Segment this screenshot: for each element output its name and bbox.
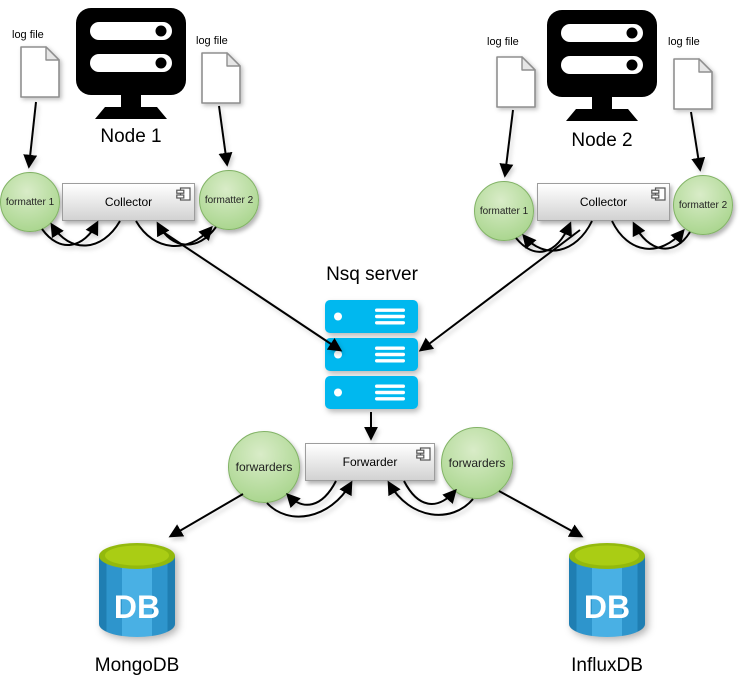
node1-logfile-right-icon [201,52,241,104]
node1-formatter2-label: formatter 2 [204,194,254,206]
node2-logfile-left-label: log file [487,36,519,48]
node1-server-icon [75,8,187,120]
nsq-server-unit-1-icon [325,300,418,333]
node1-logfile-right-label: log file [196,35,228,47]
arrow-n1-logfile-right-to-formatter2 [218,105,233,167]
arrow-n1-collector-to-nsq [159,229,343,352]
uml-component-icon [176,187,191,201]
mongodb-icon: DB [95,540,179,642]
arrow-right-forwarders-to-influxdb [498,490,584,538]
influxdb-icon: DB [565,540,649,642]
nsq-server-unit-2-icon [325,338,418,371]
arrow-n2-collector-to-formatter1 [522,220,593,252]
arrow-left-forwarders-to-mongodb [168,493,244,538]
forwarders-right-circle: forwarders [441,427,513,499]
forwarders-left-label: forwarders [235,460,293,474]
forwarders-right-label: forwarders [448,456,506,470]
node2-logfile-left-icon [496,56,536,108]
node2-logfile-right-label: log file [668,36,700,48]
node1-formatter2-circle: formatter 2 [199,170,259,230]
nsq-server-unit-3-icon [325,376,418,409]
node1-logfile-left-label: log file [12,29,44,41]
arrow-n2-logfile-left-to-formatter1 [499,109,514,178]
uml-component-icon [416,447,431,461]
mongodb-db-text: DB [114,589,160,625]
arrow-n2-collector-to-formatter2 [611,220,685,250]
arrow-n2-collector-to-nsq [418,229,581,352]
forwarders-left-circle: forwarders [228,431,300,503]
node2-logfile-right-icon [673,58,713,110]
uml-component-icon [651,187,666,201]
node2-formatter2-label: formatter 2 [678,199,728,211]
nsq-server-label: Nsq server [326,264,418,285]
node1-formatter1-label: formatter 1 [5,196,55,208]
arrow-n2-formatter2-to-collector [632,221,691,250]
arrow-n2-logfile-right-to-formatter2 [690,111,706,172]
arrow-n1-collector-to-formatter2 [135,220,213,248]
arrow-n1-formatter2-to-collector [156,221,217,246]
arrow-n1-logfile-left-to-formatter1 [23,101,38,169]
node1-collector-label: Collector [104,195,153,209]
node2-formatter2-circle: formatter 2 [673,175,733,235]
node2-collector-label: Collector [579,195,628,209]
node2-collector-box: Collector [537,183,670,221]
node2-formatter1-label: formatter 1 [479,205,529,217]
forwarder-label: Forwarder [342,455,398,469]
node2-formatter1-circle: formatter 1 [474,181,534,241]
node1-logfile-left-icon [20,46,60,98]
influxdb-label: InfluxDB [571,655,643,676]
mongodb-label: MongoDB [94,655,180,676]
node1-label: Node 1 [100,126,162,147]
node1-collector-box: Collector [62,183,195,221]
arrow-n1-formatter1-to-collector [41,220,99,246]
influxdb-db-text: DB [584,589,630,625]
node2-label: Node 2 [571,130,633,151]
forwarder-box: Forwarder [305,443,435,481]
node1-formatter1-circle: formatter 1 [0,172,60,232]
arrow-n1-collector-to-formatter1 [50,220,121,247]
node2-server-icon [546,10,658,122]
